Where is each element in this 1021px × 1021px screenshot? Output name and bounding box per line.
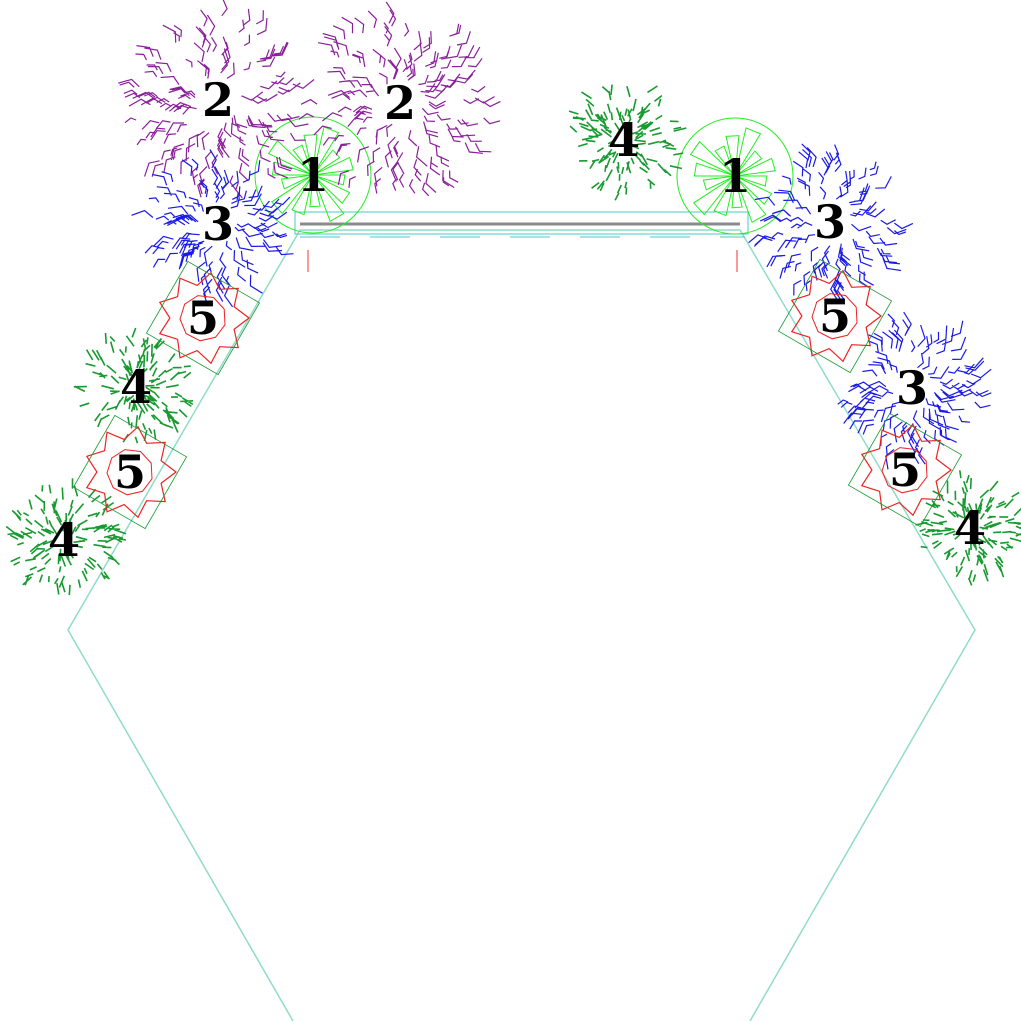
plant-label: 3 [814, 195, 846, 249]
spiky-shrub-icon [118, 0, 315, 199]
plant-p5a: 5 [145, 260, 261, 376]
flower-icon [72, 414, 188, 530]
plant-label: 4 [48, 513, 80, 567]
plant-label: 2 [384, 76, 416, 130]
leafy-shrub-icon [5, 478, 127, 596]
leafy-shrub-icon [568, 84, 687, 201]
leafy-shrub-icon [915, 470, 1021, 586]
plant-label: 1 [719, 149, 751, 203]
top-edge [294, 211, 749, 272]
plant-label: 3 [202, 197, 234, 251]
flower-icon [145, 260, 261, 376]
spiky-shrub-icon [298, 1, 501, 197]
spiky-shrub-icon [748, 143, 914, 302]
plant-p5c: 5 [72, 414, 188, 530]
spiky-shrub-icon [131, 149, 294, 308]
plant-p3a: 3 [131, 149, 294, 308]
plant-p2b: 2 [298, 1, 501, 197]
plant-label: 3 [896, 361, 928, 415]
plant-p4a: 4 [568, 84, 687, 201]
plant-p4b: 4 [73, 327, 194, 444]
plant-p4c: 4 [5, 478, 127, 596]
flower-icon [777, 258, 893, 374]
plant-p4d: 4 [915, 470, 1021, 586]
bed-outline [67, 229, 976, 1021]
plant-label: 5 [889, 443, 921, 497]
plant-label: 4 [954, 501, 986, 555]
plant-label: 4 [608, 113, 640, 167]
plant-label: 5 [819, 289, 851, 343]
plant-label: 5 [114, 445, 146, 499]
plant-p2a: 2 [118, 0, 315, 199]
plant-p5d: 5 [847, 412, 963, 528]
flower-icon [847, 412, 963, 528]
plant-p5b: 5 [777, 258, 893, 374]
plant-p1b: 1 [676, 117, 794, 235]
plant-label: 5 [187, 291, 219, 345]
plant-label: 4 [120, 360, 152, 414]
leafy-shrub-icon [73, 327, 194, 444]
plant-label: 2 [202, 73, 234, 127]
fan-plant-icon [676, 117, 794, 235]
plant-p3c: 3 [837, 311, 992, 470]
plant-p1a: 1 [254, 116, 372, 234]
plant-p3b: 3 [748, 143, 914, 302]
plant-label: 1 [297, 148, 329, 202]
